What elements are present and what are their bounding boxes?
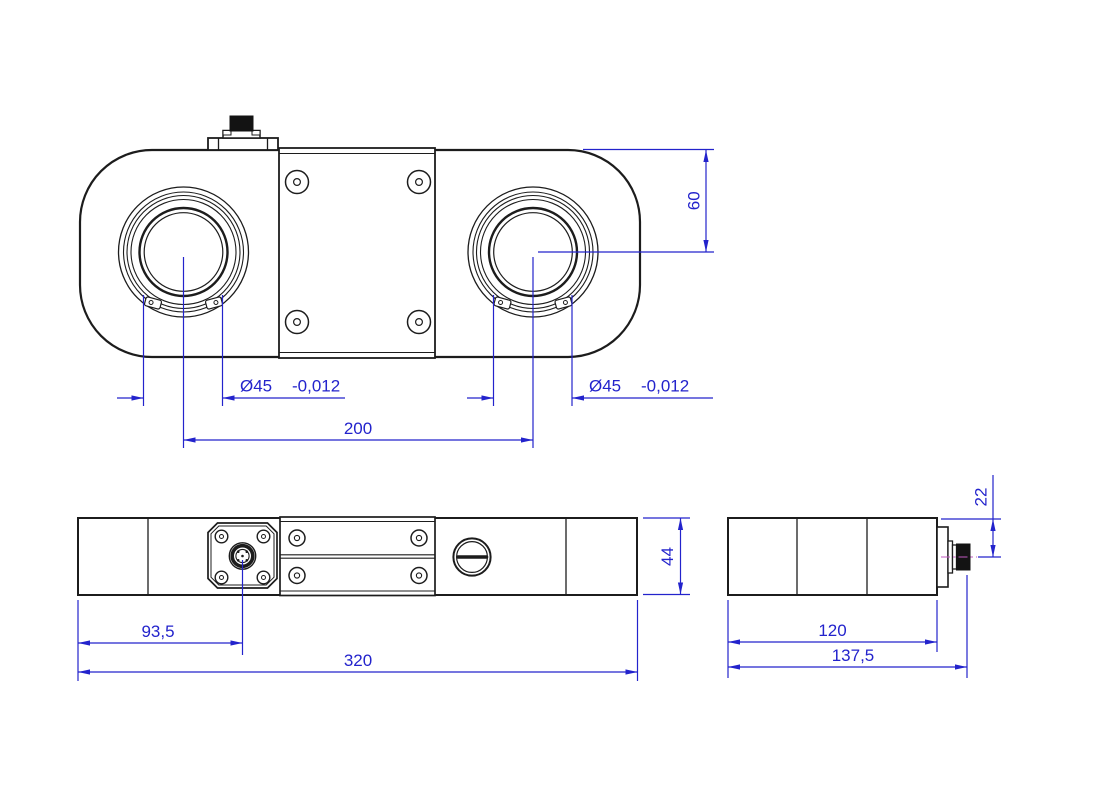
dim-connector-offset-label: 93,5 (141, 622, 174, 641)
flange-screw (256, 529, 271, 544)
rail-screw (288, 529, 306, 547)
retainer-tab (143, 296, 163, 310)
flange-screw (214, 529, 229, 544)
flange-screw (256, 570, 271, 585)
dim-center-height: 60 (538, 148, 714, 253)
retainer-tab (554, 296, 573, 310)
dim-total-length: 320 (78, 600, 639, 681)
dim-bore-spacing: 200 (183, 419, 533, 443)
dim-total-length-label: 320 (344, 651, 372, 670)
side-view (727, 517, 977, 596)
retainer-tab (493, 296, 512, 310)
dim-bore-left-diameter-label: Ø45 (240, 377, 272, 396)
dim-overall-width-label: 137,5 (832, 646, 875, 665)
dim-bore-spacing-label: 200 (344, 419, 372, 438)
dim-bore-right-tolerance-label: -0,012 (641, 377, 689, 396)
dim-center-height-label: 60 (685, 191, 704, 210)
rail-block (279, 516, 436, 597)
rail-screw (410, 566, 428, 585)
rail-screw (288, 566, 306, 585)
dim-body-width-label: 120 (818, 621, 846, 640)
dimension-annotations: 60 Ø45 -0,012 Ø45 -0,012 (77, 148, 1001, 681)
front-view (77, 516, 638, 597)
dim-body-width: 120 (727, 600, 938, 678)
sealing-plug (452, 537, 492, 577)
plate-screw (406, 169, 432, 195)
dim-overall-width: 137,5 (728, 575, 968, 678)
flange-screw (214, 570, 229, 585)
plate-screw (284, 309, 310, 335)
dim-connector-drop: 22 (941, 475, 1001, 558)
retainer-tab (204, 296, 224, 310)
connector-flange (207, 522, 278, 589)
dim-height: 44 (643, 517, 690, 596)
cable-connector-top (207, 115, 279, 151)
dim-bore-left: Ø45 -0,012 (117, 257, 345, 448)
dim-bore-right-diameter-label: Ø45 (589, 377, 621, 396)
rail-screw (410, 529, 428, 547)
plate-screw (284, 169, 310, 195)
dim-height-label: 44 (658, 547, 677, 566)
connector-side (936, 526, 977, 588)
top-view (78, 115, 642, 359)
dim-connector-drop-label: 22 (972, 488, 991, 507)
dim-bore-left-tolerance-label: -0,012 (292, 377, 340, 396)
plate-screw (406, 309, 432, 335)
mounting-plate (278, 147, 436, 359)
dim-bore-right: Ø45 -0,012 (467, 257, 713, 448)
side-body-outline (727, 517, 938, 596)
dim-connector-offset: 93,5 (77, 560, 244, 681)
